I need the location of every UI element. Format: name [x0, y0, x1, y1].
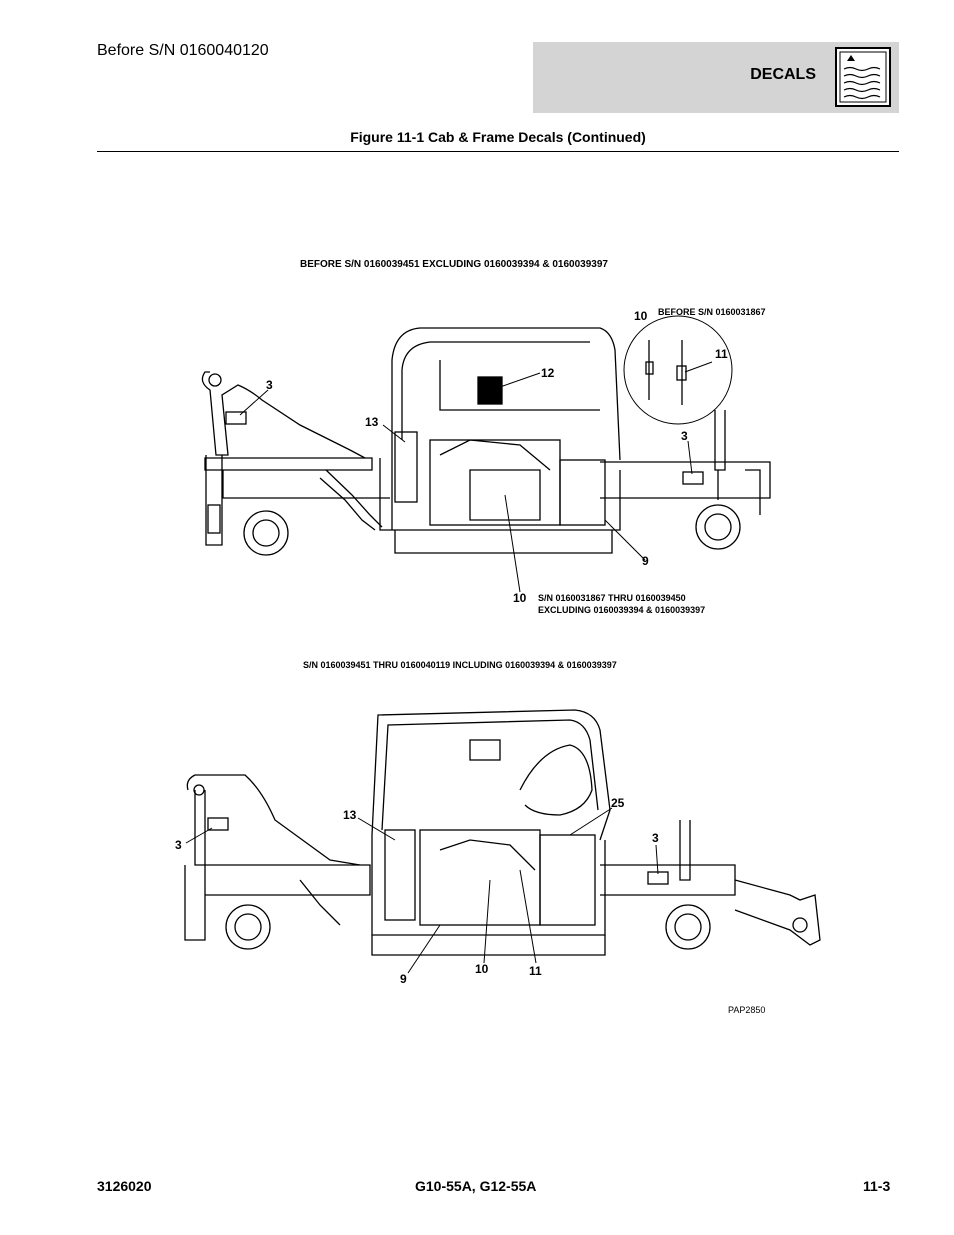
doc-number: 3126020: [97, 1178, 152, 1194]
callout-12: 12: [541, 366, 555, 380]
callout-13-bottom: 13: [343, 808, 357, 822]
callout-9-bottom: 9: [400, 972, 407, 986]
callout-13: 13: [365, 415, 379, 429]
callout-3-left-bottom: 3: [175, 838, 182, 852]
header-rule: [97, 151, 899, 152]
decal-book-icon: [835, 47, 891, 107]
callout-3-left: 3: [266, 378, 273, 392]
bottom-view-caption: S/N 0160039451 THRU 0160040119 INCLUDING…: [303, 660, 617, 670]
model-numbers: G10-55A, G12-55A: [415, 1178, 537, 1194]
section-title: DECALS: [750, 66, 816, 83]
page-number: 11-3: [863, 1178, 891, 1194]
callout-10-bottom-view: 10: [475, 962, 489, 976]
serial-range-note-line1: S/N 0160031867 THRU 0160039450: [538, 593, 686, 603]
callout-3-right: 3: [681, 429, 688, 443]
callout-10-inset: 10: [634, 309, 648, 323]
callout-9: 9: [642, 554, 649, 568]
callout-11-bottom: 11: [529, 964, 542, 978]
callout-25: 25: [611, 796, 625, 810]
callout-10-bottom: 10: [513, 591, 527, 605]
callout-3-right-bottom: 3: [652, 831, 659, 845]
serial-number-header: Before S/N 0160040120: [97, 42, 269, 59]
figure-title: Figure 11-1 Cab & Frame Decals (Continue…: [350, 129, 646, 145]
top-view-caption: BEFORE S/N 0160039451 EXCLUDING 01600393…: [300, 259, 608, 270]
art-id: PAP2850: [728, 1005, 766, 1015]
inset-caption: BEFORE S/N 0160031867: [658, 307, 766, 317]
serial-range-note-line2: EXCLUDING 0160039394 & 0160039397: [538, 605, 706, 615]
callout-11: 11: [715, 347, 728, 361]
section-header-box: DECALS: [533, 42, 899, 113]
